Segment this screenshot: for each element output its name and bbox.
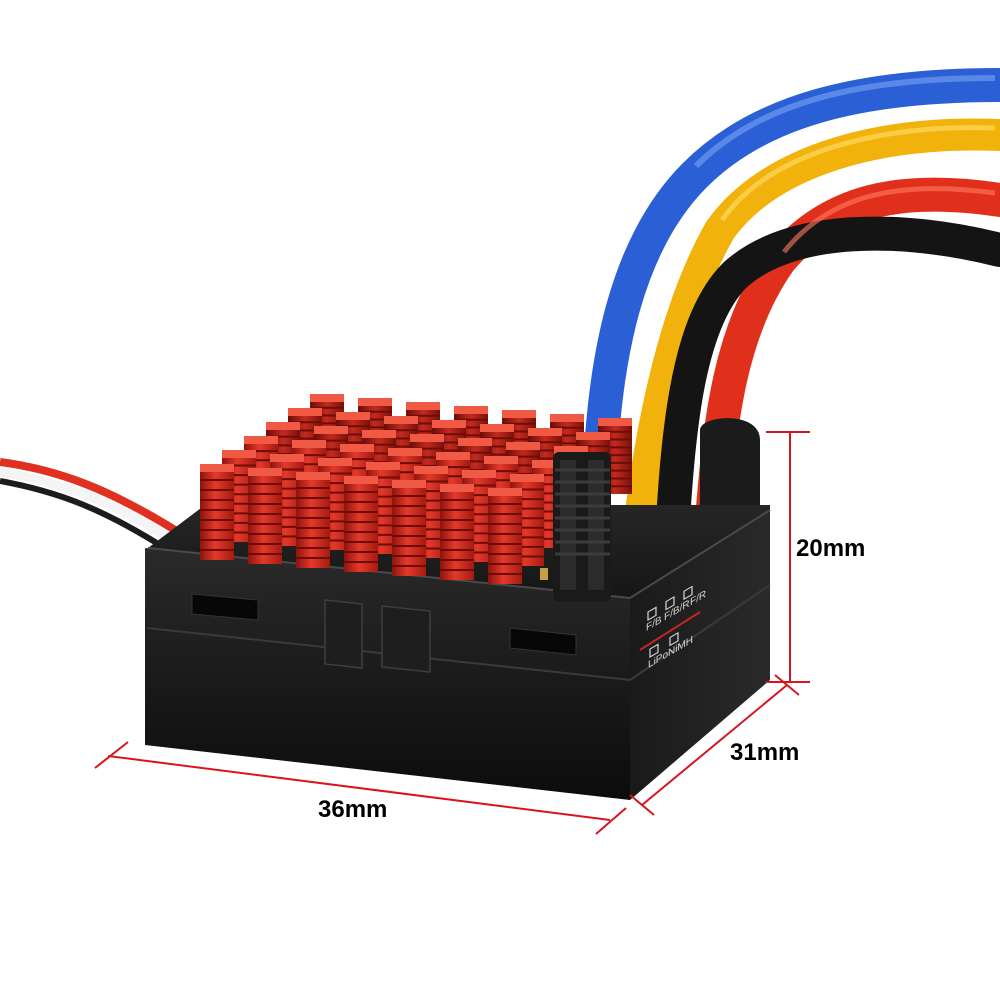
receiver-lead-wires <box>0 458 178 553</box>
depth-dimension <box>629 674 800 816</box>
latch-tab-right <box>381 605 431 673</box>
heatsink-fin <box>248 468 282 564</box>
black-wire <box>655 216 1000 557</box>
latch-tab-left <box>324 599 363 669</box>
heatsink-fin <box>296 472 330 568</box>
blue-wire <box>583 68 1000 487</box>
heatsink-fin <box>392 480 426 576</box>
mode-jumper <box>540 452 611 602</box>
vent-slot-left <box>191 593 259 621</box>
length-dimension <box>94 741 627 835</box>
vent-slot-right <box>509 627 577 656</box>
yellow-wire <box>624 118 1000 536</box>
heatsink-fin <box>200 464 234 560</box>
heatsink-fin <box>344 476 378 572</box>
power-wires <box>583 68 1000 557</box>
heatsink-fin <box>488 488 522 584</box>
heatsink-fin <box>440 484 474 580</box>
height-label: 20mm <box>796 535 865 562</box>
height-dimension <box>766 431 810 683</box>
length-label: 36mm <box>318 796 387 823</box>
depth-label: 31mm <box>730 739 799 766</box>
